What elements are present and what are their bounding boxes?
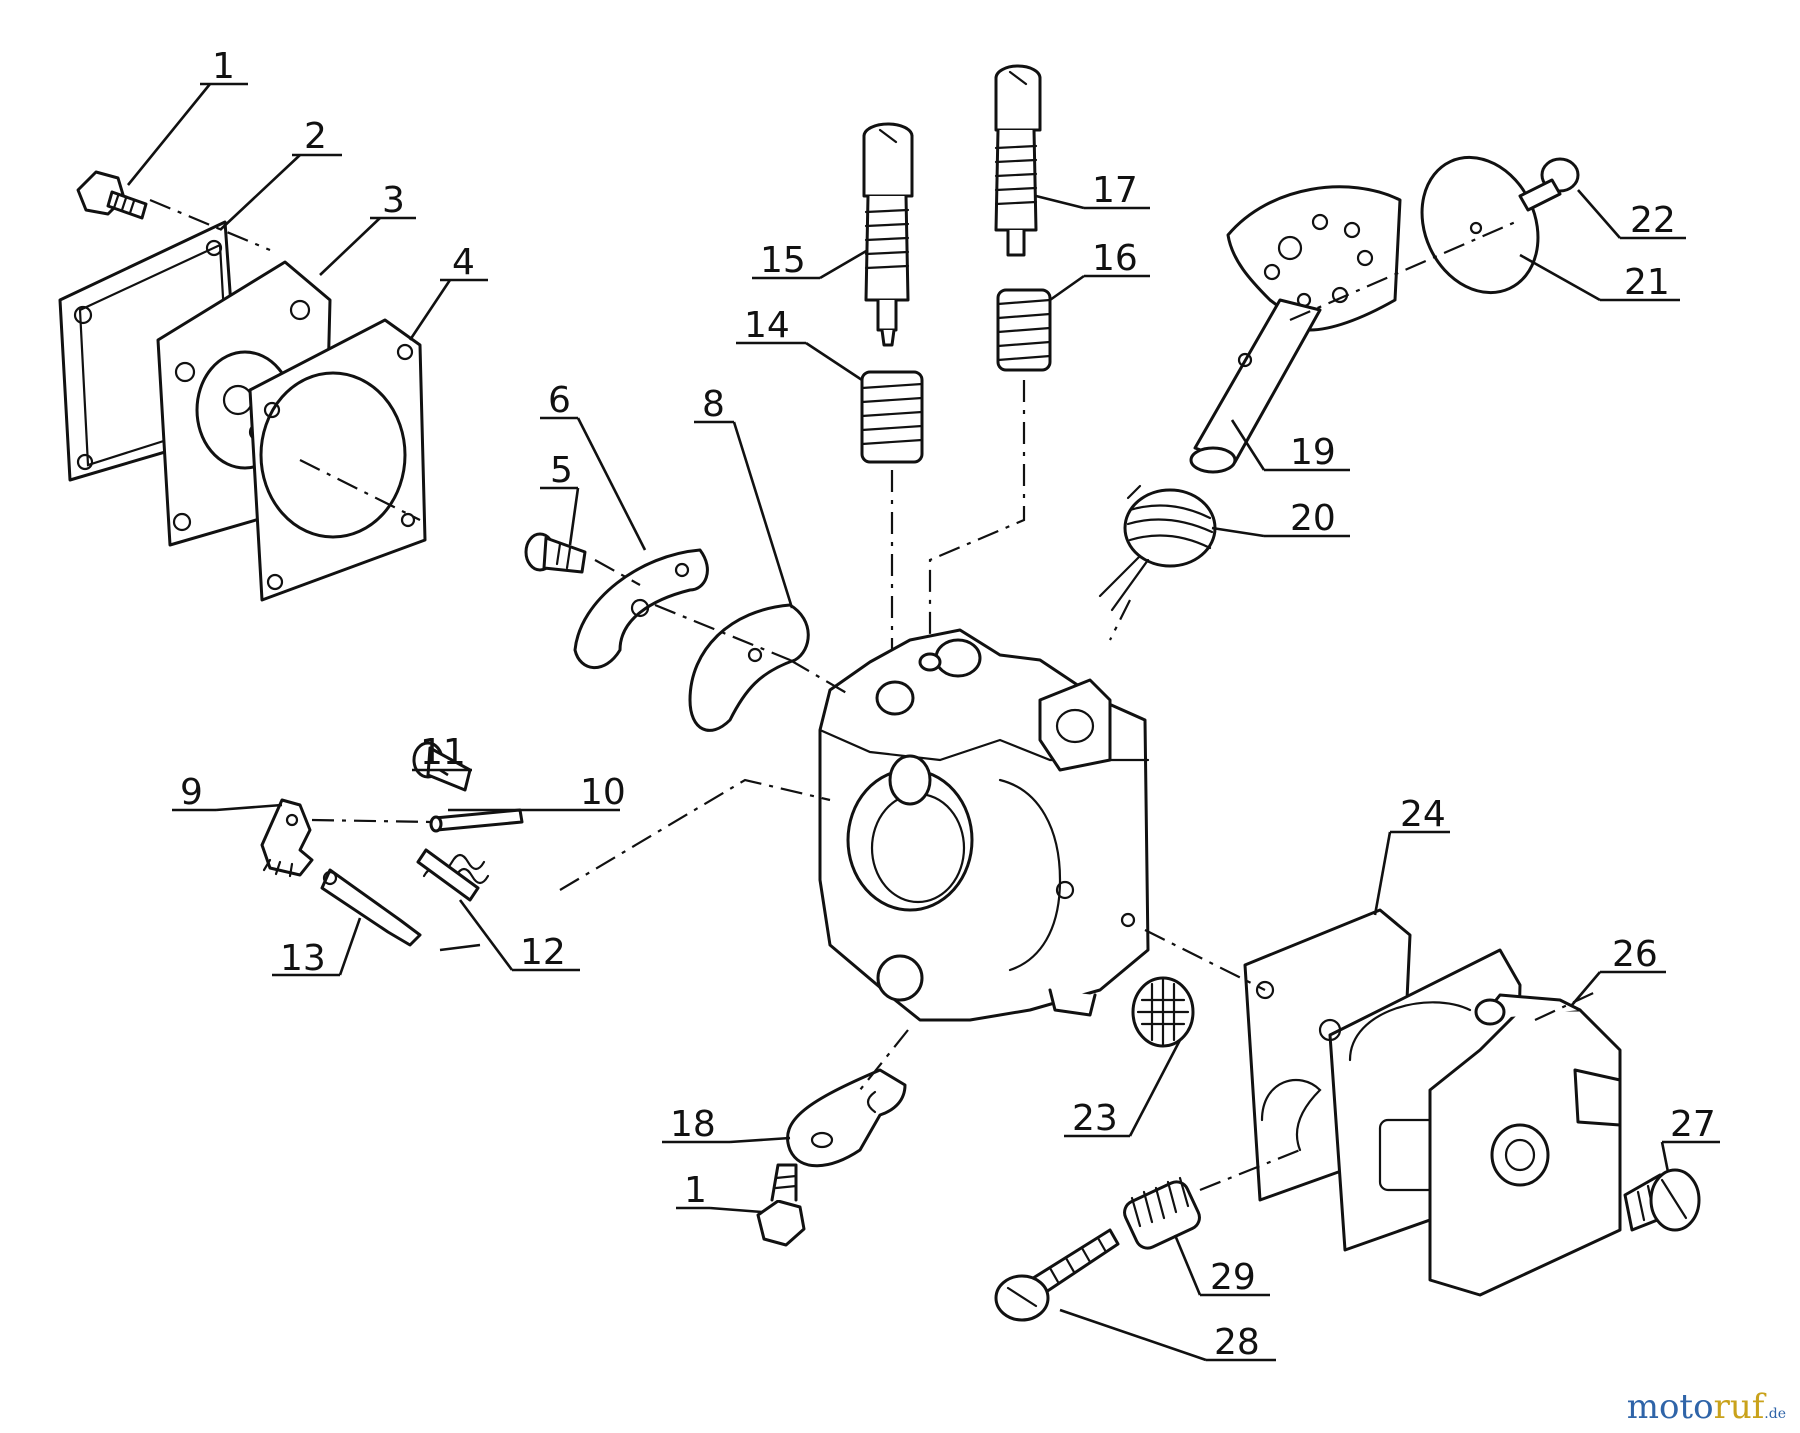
callout-22: 22 <box>1630 200 1676 241</box>
callout-5: 5 <box>550 450 573 491</box>
callout-20: 20 <box>1290 498 1336 539</box>
screw-part-28 <box>994 1228 1120 1322</box>
callout-21: 21 <box>1624 262 1670 303</box>
screw-part-27 <box>1623 1168 1701 1232</box>
watermark-text-3: .de <box>1764 1406 1786 1422</box>
throttle-plate-part-21 <box>1420 155 1540 295</box>
carburetor-body <box>818 628 1150 1022</box>
callout-17: 17 <box>1092 170 1138 211</box>
callout-1-top: 1 <box>212 46 235 87</box>
callout-6: 6 <box>548 380 571 421</box>
retainer-part-18 <box>786 1068 907 1168</box>
callout-8: 8 <box>702 384 725 425</box>
callout-18: 18 <box>670 1104 716 1145</box>
screw-part-1-bottom <box>756 1163 806 1247</box>
throttle-shaft-part-19 <box>1189 185 1402 474</box>
callout-26: 26 <box>1612 934 1658 975</box>
lever-part-6 <box>573 548 709 670</box>
watermark-text-1: moto <box>1626 1387 1714 1427</box>
callout-4: 4 <box>452 242 475 283</box>
spring-part-16 <box>996 288 1052 372</box>
screw-part-11 <box>412 741 472 792</box>
mixture-screw-part-17 <box>994 64 1042 257</box>
callout-leaders <box>126 82 1720 1362</box>
callout-16: 16 <box>1092 238 1138 279</box>
callout-29: 29 <box>1210 1257 1256 1298</box>
callout-1-bottom: 1 <box>684 1170 707 1211</box>
callout-12: 12 <box>520 932 566 973</box>
callout-28: 28 <box>1214 1322 1260 1363</box>
screw-part-5 <box>524 532 587 574</box>
metering-lever-part-9 <box>260 798 314 878</box>
spring-part-29 <box>1123 1176 1201 1250</box>
callout-10: 10 <box>580 772 626 813</box>
gasket-part-4 <box>248 318 427 602</box>
screw-part-22 <box>1518 157 1580 212</box>
callout-23: 23 <box>1072 1098 1118 1139</box>
watermark-text-2: ruf <box>1713 1387 1765 1427</box>
pump-cover-part-26 <box>1428 993 1622 1297</box>
callout-24: 24 <box>1400 794 1446 835</box>
callout-11: 11 <box>420 732 466 773</box>
watermark-logo: motoruf.de <box>1627 1387 1786 1427</box>
callout-19: 19 <box>1290 432 1336 473</box>
torsion-spring-part-20 <box>1098 484 1217 612</box>
callout-14: 14 <box>744 305 790 346</box>
callout-9: 9 <box>180 772 203 813</box>
callout-2: 2 <box>304 116 327 157</box>
callout-15: 15 <box>760 240 806 281</box>
callout-27: 27 <box>1670 1104 1716 1145</box>
callout-13: 13 <box>280 938 326 979</box>
filter-screen-part-23 <box>1131 976 1195 1048</box>
inlet-lever-part-8 <box>688 603 810 732</box>
inlet-needle-part-13 <box>320 868 422 947</box>
mixture-screw-part-15 <box>862 122 914 347</box>
callout-3: 3 <box>382 180 405 221</box>
spring-part-12 <box>416 848 490 902</box>
spring-part-14 <box>860 370 924 464</box>
pin-part-10 <box>429 808 524 833</box>
callout-numbers: 1 2 3 4 5 6 8 9 10 11 12 13 14 15 16 17 … <box>180 46 1716 1363</box>
screw-part-1-top <box>76 170 148 220</box>
assembly-centerlines <box>149 198 1601 1192</box>
